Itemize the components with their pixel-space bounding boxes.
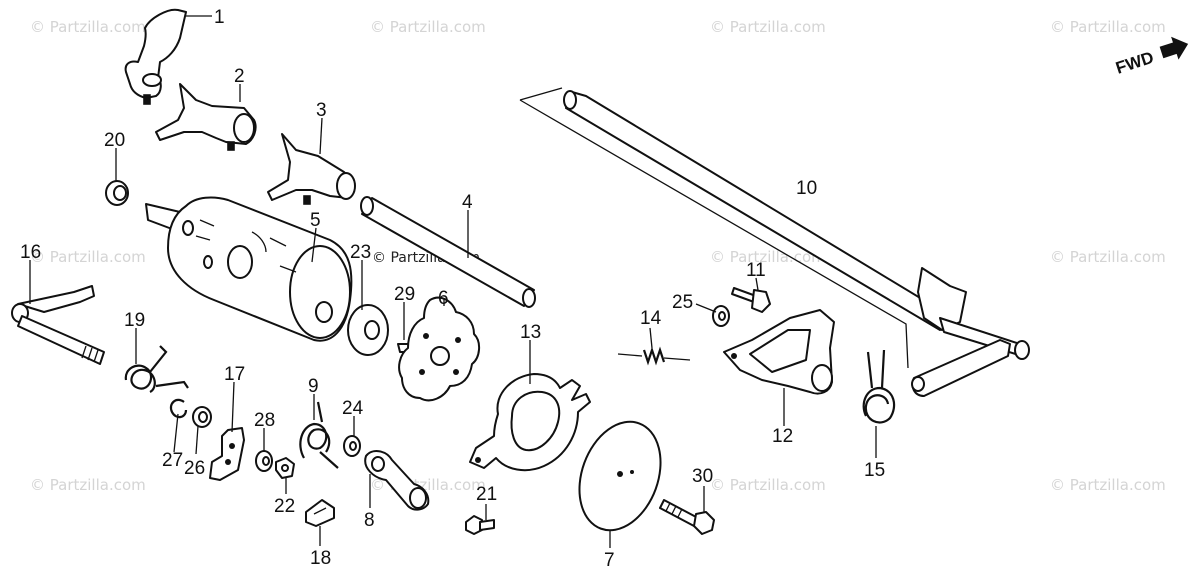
part-23-washer bbox=[347, 304, 389, 356]
watermark: © Partzilla.com bbox=[710, 476, 826, 494]
part-7-plate bbox=[578, 420, 662, 532]
part-10-shift-shaft bbox=[563, 90, 1030, 397]
watermark: © Partzilla.com bbox=[710, 18, 826, 36]
fwd-label: FWD bbox=[1113, 48, 1156, 78]
part-13-plate bbox=[469, 373, 591, 472]
part-5-shift-drum bbox=[145, 196, 353, 342]
part-18-clip bbox=[305, 499, 335, 527]
callout-17: 17 bbox=[224, 364, 245, 385]
callout-2: 2 bbox=[234, 66, 245, 87]
callout-22: 22 bbox=[274, 496, 295, 517]
part-16-spindle bbox=[11, 285, 105, 365]
callout-7: 7 bbox=[604, 550, 615, 571]
part-9-spring bbox=[299, 401, 339, 469]
part-12-stopper-arm bbox=[723, 309, 835, 395]
callout-23: 23 bbox=[350, 242, 371, 263]
callout-25: 25 bbox=[672, 292, 693, 313]
part-14-spring bbox=[617, 346, 691, 366]
part-3-shift-fork bbox=[267, 133, 356, 205]
callout-11: 11 bbox=[746, 260, 766, 281]
part-2-shift-fork bbox=[155, 83, 257, 151]
part-4-shaft bbox=[360, 196, 536, 308]
callout-1: 1 bbox=[214, 7, 225, 28]
callout-20: 20 bbox=[104, 130, 125, 151]
part-11-bolt bbox=[731, 287, 771, 313]
watermark: © Partzilla.com bbox=[1050, 476, 1166, 494]
part-27-circlip bbox=[169, 398, 188, 419]
callout-4: 4 bbox=[462, 192, 473, 213]
callout-18: 18 bbox=[310, 548, 331, 569]
callout-6: 6 bbox=[438, 288, 449, 309]
part-17-bracket bbox=[209, 427, 245, 481]
leader-lines bbox=[29, 15, 909, 548]
part-26-washer bbox=[192, 406, 212, 428]
callout-24: 24 bbox=[342, 398, 364, 419]
part-25-washer bbox=[712, 305, 730, 327]
watermark: © Partzilla.com bbox=[710, 248, 826, 266]
callout-26: 26 bbox=[184, 458, 205, 479]
fwd-arrow-icon bbox=[1159, 36, 1189, 60]
part-6-star-plate bbox=[398, 296, 480, 402]
callout-15: 15 bbox=[864, 460, 885, 481]
callout-13: 13 bbox=[520, 322, 541, 343]
callout-10: 10 bbox=[796, 178, 817, 199]
callout-28: 28 bbox=[254, 410, 275, 431]
callout-5: 5 bbox=[310, 210, 321, 231]
callout-14: 14 bbox=[640, 308, 662, 329]
callout-19: 19 bbox=[124, 310, 145, 331]
callout-8: 8 bbox=[364, 510, 375, 531]
part-1-shift-fork bbox=[124, 8, 187, 105]
callout-9: 9 bbox=[308, 376, 319, 397]
callout-3: 3 bbox=[316, 100, 327, 121]
part-20-collar bbox=[105, 180, 129, 206]
part-24-washer bbox=[343, 435, 361, 457]
callout-12: 12 bbox=[772, 426, 793, 447]
watermark: © Partzilla.com bbox=[1050, 248, 1166, 266]
callout-16: 16 bbox=[20, 242, 41, 263]
part-21-bolt bbox=[465, 515, 495, 535]
callout-29: 29 bbox=[394, 284, 415, 305]
part-15-spring bbox=[862, 349, 896, 424]
watermark: © Partzilla.com bbox=[370, 18, 486, 36]
callout-30: 30 bbox=[692, 466, 713, 487]
watermark: © Partzilla.com bbox=[30, 248, 146, 266]
part-22-nut bbox=[275, 457, 295, 479]
callout-labels: 1 2 3 4 5 6 7 8 9 10 11 12 13 14 15 16 1… bbox=[20, 7, 885, 571]
watermark: © Partzilla.com bbox=[30, 476, 146, 494]
part-19-spring bbox=[124, 345, 189, 393]
part-30-bolt bbox=[659, 499, 715, 535]
fwd-indicator: FWD bbox=[1113, 36, 1189, 78]
callout-27: 27 bbox=[162, 450, 183, 471]
part-28-washer bbox=[255, 450, 273, 472]
part-8-arm bbox=[364, 450, 430, 511]
watermark: © Partzilla.com bbox=[1050, 18, 1166, 36]
watermark: © Partzilla.com bbox=[30, 18, 146, 36]
callout-21: 21 bbox=[476, 484, 497, 505]
